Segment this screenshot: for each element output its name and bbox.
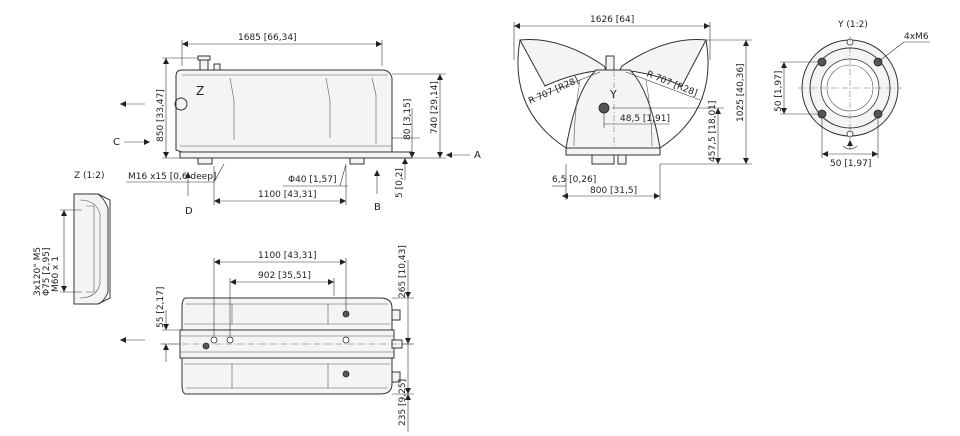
detail-z-title: Z (1:2) [74,171,105,181]
bolt-hole-3 [817,109,827,119]
holes-callout: 4xM6 [904,32,929,42]
front-view: Z 1685 [66,34] 850 [33,47] 80 [3,15] 740… [113,33,481,217]
callout-m60: M60 x 1 [51,256,61,292]
base-plate [179,151,413,159]
callout-dia75: Φ75 [2,95] [42,248,52,296]
dim-dia40: Φ40 [1,57] [288,175,336,185]
bolt-hole-4 [873,109,883,119]
label-b: B [374,202,381,213]
central-body [565,69,661,149]
dim-top-1100: 1100 [43,31] [258,251,317,261]
top-view: 1100 [43,31] 902 [35,51] 55 [2,17] 265 [… [120,245,414,432]
dim-top-902: 902 [35,51] [258,271,311,281]
dim-48-5: 48,5 [1,91] [620,114,670,124]
detail-y: Y (1:2) 4xM6 50 [1,97] 50 [1,97] [774,20,930,169]
callout-3x120: 3x120° M5 [33,247,43,296]
wing-right [619,39,707,87]
dim-740: 740 [29,14] [430,81,440,134]
dim-height-850: 850 [33,47] [156,89,166,142]
bolt-hole-1 [817,57,827,67]
thread-callout: M16 x15 [0,6 deep] [128,172,216,182]
port-section [73,193,109,305]
dim-80: 80 [3,15] [403,99,413,140]
label-z: Z [196,84,204,98]
side-view: 1626 [64] Y R 707 [R28] R 707 [R28] 48,5… [513,15,752,200]
label-c: C [113,137,120,148]
dim-457-5: 457,5 [18,01] [708,101,718,162]
detail-y-title: Y (1:2) [837,20,868,30]
top-lower-body [181,357,393,395]
label-y: Y [609,88,617,101]
dim-h-50: 50 [1,97] [830,159,871,169]
port-y [598,102,610,114]
wing-left [519,39,607,87]
top-upper-body [181,297,393,331]
detail-z-marker [174,97,188,111]
label-d: D [185,206,193,217]
dim-width-1626: 1626 [64] [590,15,634,25]
dim-v-50: 50 [1,97] [774,71,784,112]
dim-width-1685: 1685 [66,34] [238,33,297,43]
mount-hole [210,336,218,344]
detail-z: Z (1:2) 3x120° M5 Φ75 [2,95] M60 x 1 [33,171,111,305]
dim-top-265: 265 [10,43] [398,245,408,298]
dim-1100: 1100 [43,31] [258,190,317,200]
dim-6-5: 6,5 [0,26] [552,175,596,185]
dim-800: 800 [31,5] [590,186,637,196]
dim-top-235: 235 [9,25] [398,379,408,426]
dim-1025: 1025 [40,36] [736,63,746,122]
tank-body [175,69,393,153]
dim-5: 5 [0,2] [395,168,405,198]
label-a: A [474,150,481,161]
top-fitting [199,59,209,71]
dim-top-55: 55 [2,17] [156,287,166,328]
